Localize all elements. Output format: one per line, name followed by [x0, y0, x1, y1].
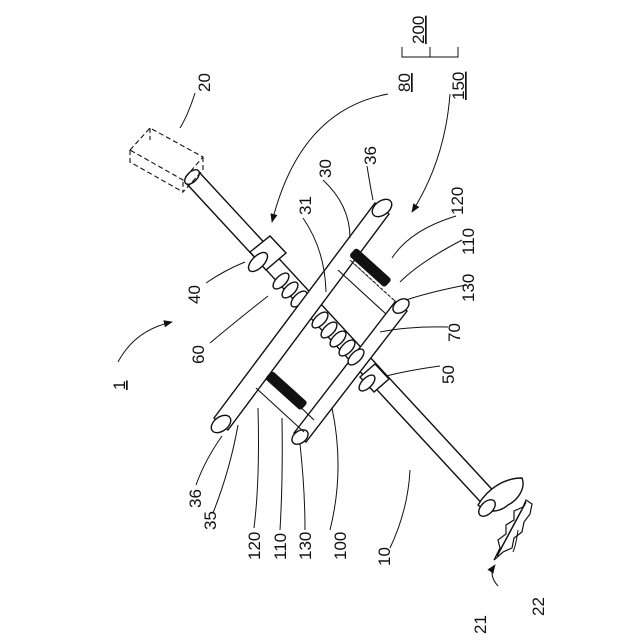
label-110-top: 110 — [459, 228, 478, 255]
label-40: 40 — [185, 285, 204, 304]
arrows — [118, 94, 498, 586]
label-21: 21 — [471, 615, 490, 634]
label-60: 60 — [189, 345, 208, 364]
label-70: 70 — [445, 323, 464, 342]
spring-110-lower — [265, 370, 308, 421]
label-100: 100 — [331, 532, 350, 560]
label-120-top: 120 — [448, 187, 467, 215]
label-36-top: 36 — [361, 146, 380, 165]
label-35: 35 — [201, 511, 220, 530]
label-130-top: 130 — [459, 274, 478, 302]
label-80: 80 — [395, 73, 414, 92]
label-20: 20 — [195, 73, 214, 92]
label-36-bottom: 36 — [186, 489, 205, 508]
spring-70 — [309, 309, 366, 367]
label-130-bottom: 130 — [296, 532, 315, 560]
label-10: 10 — [375, 547, 394, 566]
label-110-bottom: 110 — [271, 533, 290, 560]
label-22: 22 — [529, 597, 548, 616]
spring-110-upper — [349, 247, 394, 300]
label-200: 200 — [409, 16, 428, 44]
label-1: 1 — [110, 381, 129, 390]
label-150: 150 — [449, 72, 468, 100]
label-120-bottom: 120 — [245, 532, 264, 560]
label-30: 30 — [316, 159, 335, 178]
label-31: 31 — [296, 196, 315, 215]
label-50: 50 — [439, 365, 458, 384]
